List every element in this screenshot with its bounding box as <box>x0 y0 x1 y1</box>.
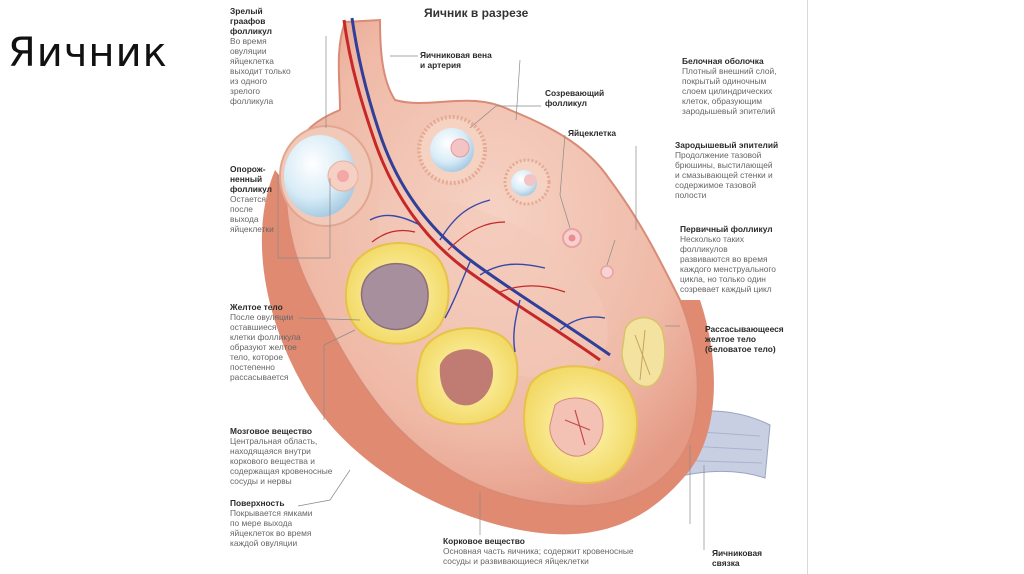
label-desc: После овуляции оставшиеся клетки фоллику… <box>230 312 301 382</box>
label-desc: Остается после выхода яйцеклетки <box>230 194 274 234</box>
label-desc: Центральная область, находящаяся внутри … <box>230 436 333 486</box>
label-germinal-epithelium: Зародышевый эпителий Продолжение тазовой… <box>675 140 800 200</box>
slide-title: Яичник <box>8 30 168 76</box>
label-medulla: Мозговое вещество Центральная область, н… <box>230 426 350 486</box>
diagram-heading: Яичник в разрезе <box>424 6 529 20</box>
label-title: Поверхность <box>230 498 285 508</box>
ovarian-vein <box>350 17 611 357</box>
label-corpus-albicans: Рассасывающееся желтое тело (беловатое т… <box>705 324 805 354</box>
label-title: Корковое вещество <box>443 536 525 546</box>
label-graafian-follicle: Зрелый граафов фолликул Во время овуляци… <box>230 6 320 106</box>
label-title: Опорож- ненный фолликул <box>230 164 272 194</box>
label-ovarian-ligament: Яичниковая связка <box>712 548 792 568</box>
ovarian-artery <box>342 19 601 362</box>
label-title: Зрелый граафов фолликул <box>230 6 272 36</box>
label-desc: Во время овуляции яйцеклетка выходит тол… <box>230 36 291 106</box>
label-title: Яичниковая связка <box>712 548 763 568</box>
label-title: Первичный фолликул <box>680 224 773 234</box>
label-ovum: Яйцеклетка <box>568 128 638 138</box>
label-title: Мозговое вещество <box>230 426 312 436</box>
label-title: Яичниковая вена и артерия <box>420 50 492 70</box>
label-desc: Основная часть яичника; содержит кровено… <box>443 546 634 566</box>
label-title: Рассасывающееся желтое тело (беловатое т… <box>705 324 784 354</box>
primary-follicle <box>600 265 614 279</box>
corpus-albicans <box>621 316 666 388</box>
label-cortex: Корковое вещество Основная часть яичника… <box>443 536 663 566</box>
label-desc: Несколько таких фолликулов развиваются в… <box>680 234 776 294</box>
label-tunica-albuginea: Белочная оболочка Плотный внешний слой, … <box>682 56 802 116</box>
label-vessels: Яичниковая вена и артерия <box>420 50 520 70</box>
label-desc: Продолжение тазовой брюшины, выстилающей… <box>675 150 773 200</box>
label-desc: Плотный внешний слой, покрытый одиночным… <box>682 66 777 116</box>
label-title: Желтое тело <box>230 302 283 312</box>
label-surface: Поверхность Покрывается ямками по мере в… <box>230 498 340 548</box>
label-corpus-luteum: Желтое тело После овуляции оставшиеся кл… <box>230 302 330 382</box>
figure-divider <box>807 0 808 574</box>
label-primary-follicle: Первичный фолликул Несколько таких фолли… <box>680 224 805 294</box>
label-empty-follicle: Опорож- ненный фолликул Остается после в… <box>230 164 300 234</box>
label-maturing-follicle: Созревающий фолликул <box>545 88 625 108</box>
label-desc: Покрывается ямками по мере выхода яйцекл… <box>230 508 313 548</box>
label-title: Белочная оболочка <box>682 56 764 66</box>
label-title: Зародышевый эпителий <box>675 140 779 150</box>
label-title: Яйцеклетка <box>568 128 616 138</box>
label-title: Созревающий фолликул <box>545 88 605 108</box>
